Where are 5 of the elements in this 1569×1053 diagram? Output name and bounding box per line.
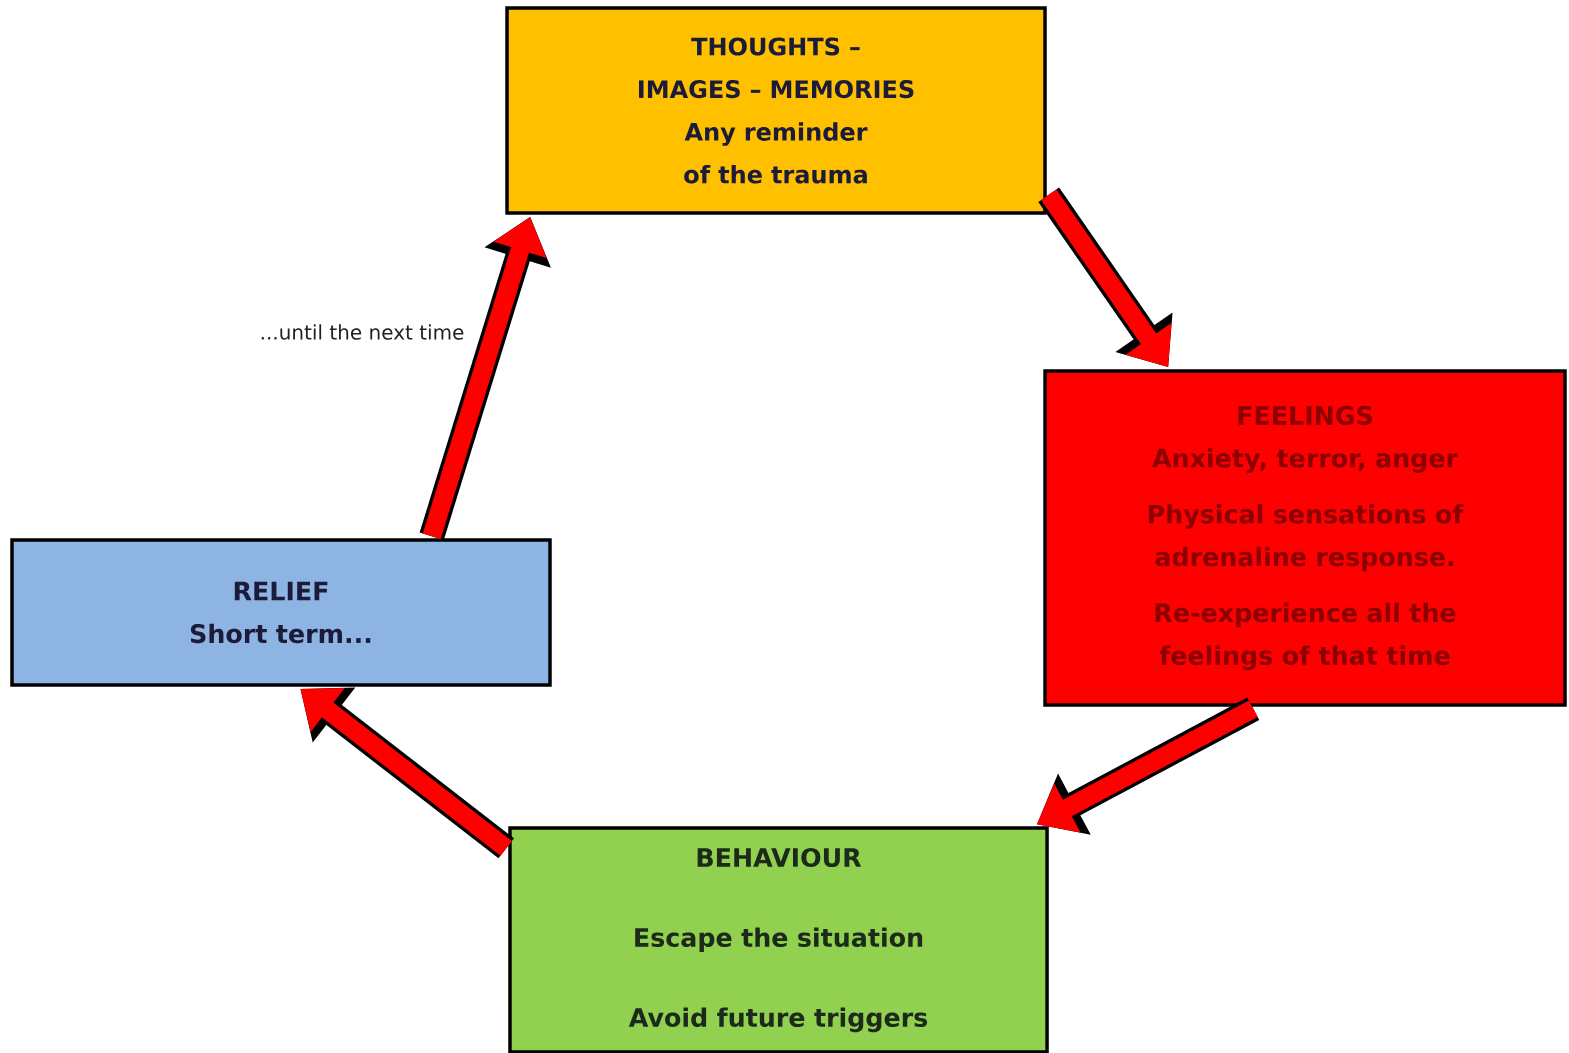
process-box: FEELINGS Anxiety, terror, anger Physical sensations of adrenaline response. Re-experience all the feelings of that time [1043,369,1567,707]
edge-label: ...until the next time [256,321,468,343]
process-box: RELIEF Short term... [10,538,552,687]
process-box: BEHAVIOUR Escape the situation Avoid future triggers [508,826,1049,1053]
process-box: THOUGHTS – IMAGES – MEMORIES Any reminder of the trauma [505,6,1047,215]
